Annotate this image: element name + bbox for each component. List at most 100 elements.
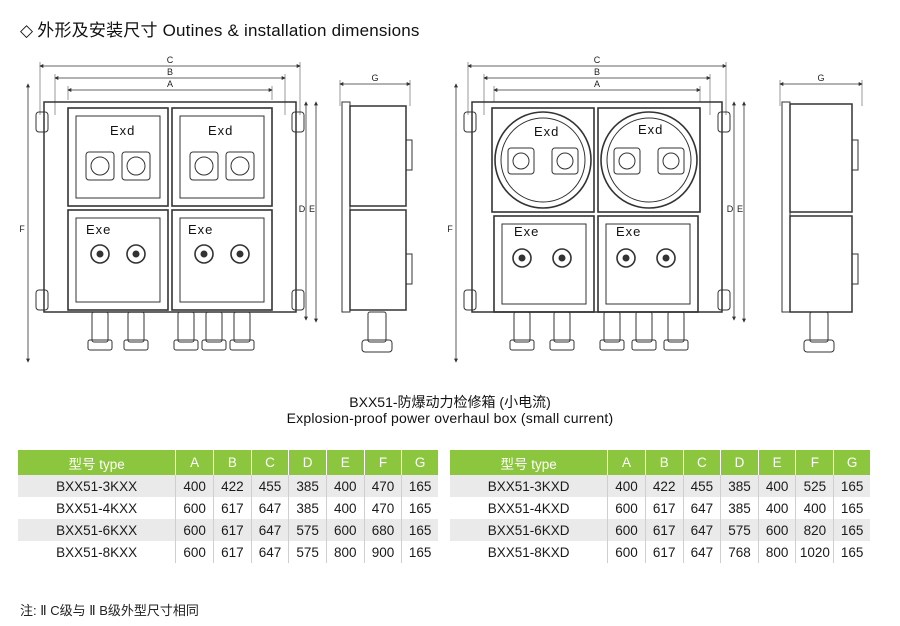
dimension-cell: 647	[683, 519, 722, 541]
model-cell: BXX51-6KXD	[450, 519, 609, 541]
dimension-cell: 455	[251, 475, 290, 497]
caption-chinese: BXX51-防爆动力检修箱 (小电流)	[349, 394, 551, 410]
dimension-cell: 422	[213, 475, 252, 497]
dimension-cell: 165	[833, 519, 870, 541]
dimension-cell: 617	[645, 541, 684, 563]
dim-label-g-2: G	[817, 73, 824, 83]
dimension-cell: 800	[326, 541, 365, 563]
dim-label-c-2: C	[594, 55, 601, 65]
dimension-cell: 165	[401, 497, 438, 519]
dimension-cell: 525	[795, 475, 835, 497]
dim-label-b: B	[167, 67, 173, 77]
dimension-cell: 617	[213, 497, 252, 519]
dimension-cell: 165	[401, 519, 438, 541]
exe-label-4: Exe	[616, 224, 641, 239]
diamond-icon: ◇	[20, 21, 34, 40]
model-cell: BXX51-8KXD	[450, 541, 609, 563]
dimension-cell: 165	[833, 541, 870, 563]
side-view-kxx	[339, 80, 413, 353]
dimension-cell: 470	[364, 497, 403, 519]
column-header-type: 型号 type	[450, 450, 609, 475]
column-header-d: D	[288, 450, 327, 475]
dim-label-c: C	[167, 55, 174, 65]
dimension-cell: 400	[758, 497, 797, 519]
exe-label-3: Exe	[514, 224, 539, 239]
model-cell: BXX51-4KXD	[450, 497, 609, 519]
dimension-cell: 400	[607, 475, 646, 497]
dim-label-b-2: B	[594, 67, 600, 77]
exd-label-2: Exd	[208, 123, 233, 138]
exd-label-3: Exd	[534, 124, 559, 139]
dimension-cell: 385	[720, 497, 759, 519]
dimension-cell: 400	[175, 475, 214, 497]
model-cell: BXX51-4KXX	[18, 497, 177, 519]
dimension-cell: 400	[758, 475, 797, 497]
dim-label-f-2: F	[447, 224, 453, 234]
dimension-cell: 575	[288, 541, 327, 563]
dim-label-f: F	[19, 224, 25, 234]
exe-label-1: Exe	[86, 222, 111, 237]
column-header-f: F	[364, 450, 403, 475]
section-heading-text: 外形及安装尺寸 Outines & installation dimension…	[37, 21, 420, 40]
dim-label-a: A	[167, 79, 173, 89]
column-header-e: E	[758, 450, 797, 475]
column-header-b: B	[213, 450, 252, 475]
model-cell: BXX51-3KXD	[450, 475, 609, 497]
dimension-cell: 385	[720, 475, 759, 497]
dimension-cell: 400	[326, 497, 365, 519]
column-header-f: F	[795, 450, 835, 475]
exd-label-1: Exd	[110, 123, 135, 138]
dim-label-d-2: D	[727, 204, 734, 214]
dimension-cell: 600	[175, 497, 214, 519]
dimension-cell: 575	[720, 519, 759, 541]
dimension-cell: 600	[175, 519, 214, 541]
dimension-cell: 600	[175, 541, 214, 563]
dimension-cell: 470	[364, 475, 403, 497]
dimension-cell: 400	[795, 497, 835, 519]
dimension-cell: 647	[683, 541, 722, 563]
column-header-g: G	[401, 450, 438, 475]
dimension-cell: 600	[758, 519, 797, 541]
column-header-g: G	[833, 450, 870, 475]
dimension-cell: 422	[645, 475, 684, 497]
dimension-cell: 647	[251, 519, 290, 541]
column-header-c: C	[683, 450, 722, 475]
dimension-cell: 575	[288, 519, 327, 541]
dimension-cell: 800	[758, 541, 797, 563]
dim-label-e: E	[309, 204, 315, 214]
dimension-cell: 617	[645, 497, 684, 519]
section-heading: ◇外形及安装尺寸 Outines & installation dimensio…	[20, 16, 420, 41]
model-cell: BXX51-3KXX	[18, 475, 177, 497]
side-view-kxd	[779, 80, 863, 353]
caption-english: Explosion-proof power overhaul box (smal…	[286, 410, 614, 426]
column-header-e: E	[326, 450, 365, 475]
dimension-cell: 165	[833, 497, 870, 519]
dimension-cell: 165	[833, 475, 870, 497]
dimension-cell: 617	[213, 541, 252, 563]
dimension-cell: 600	[607, 497, 646, 519]
column-header-a: A	[175, 450, 214, 475]
dimension-cell: 600	[607, 519, 646, 541]
dimension-cell: 768	[720, 541, 759, 563]
dimension-cell: 647	[251, 497, 290, 519]
dimension-cell: 617	[213, 519, 252, 541]
footnote: 注: Ⅱ C级与 Ⅱ B级外型尺寸相同	[20, 603, 199, 618]
dimension-cell: 600	[607, 541, 646, 563]
front-view-kxx	[26, 62, 318, 363]
dimension-cell: 647	[683, 497, 722, 519]
dimension-cell: 617	[645, 519, 684, 541]
dim-label-a-2: A	[594, 79, 600, 89]
exe-label-2: Exe	[188, 222, 213, 237]
dim-label-d: D	[299, 204, 306, 214]
dimension-cell: 400	[326, 475, 365, 497]
dimension-cell: 680	[364, 519, 403, 541]
model-cell: BXX51-6KXX	[18, 519, 177, 541]
